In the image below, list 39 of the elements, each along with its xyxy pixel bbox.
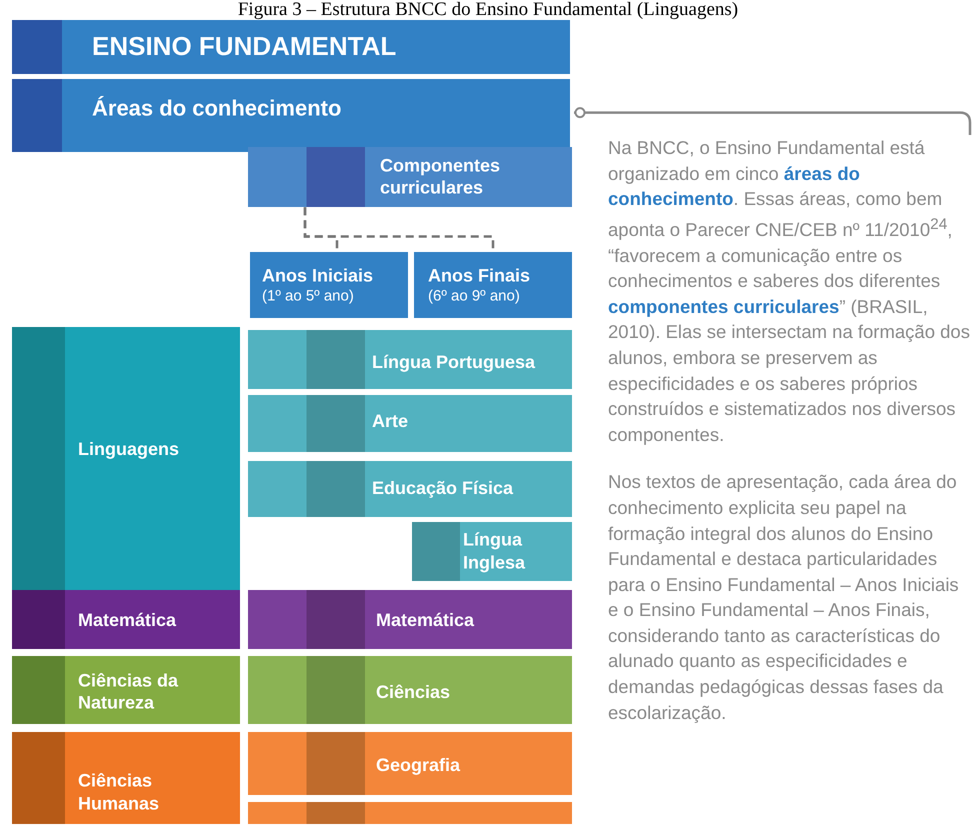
block-title: Matemática [376,608,474,631]
block-title: Áreas do conhecimento [92,94,342,122]
component-block [248,732,572,796]
component-block [412,522,572,581]
year-range: (1º ao 5º ano) [262,287,354,306]
figure-title: Figura 3 – Estrutura BNCC do Ensino Fundamental (Linguagens) [236,0,740,20]
heading-band [12,20,570,74]
block-title: Componentes curriculares [380,154,502,200]
component-block [248,395,572,452]
block-title: Língua Portuguesa [372,350,536,374]
leader-line [574,107,972,136]
component-block [248,330,572,389]
year-range: (6º ao 9º ano) [428,287,520,306]
description-paragraph: Na BNCC, o Ensino Fundamental está organizado em cinco áreas do conhecimento. Essas áreas, como bem aponta o Parecer CNE/CEB nº 11/2010$^{24}$, “favorecem a comunicação entre os conhecimentos e saberes dos diferentes componentes curriculares” (BRASIL, 2010). Elas se intersectam na formação dos alunos, embora se preservem as especificidades e os saberes próprios construídos e sistematizados nos diversos componentes. [608,136,971,447]
component-band [248,146,572,208]
component-block [248,802,572,824]
block-title: Arte [372,409,408,432]
block-title: Ciências Humanas [78,770,160,815]
block-title: ENSINO FUNDAMENTAL [92,30,396,63]
block-title: Língua Inglesa [463,528,526,574]
component-block [248,656,572,724]
block-title: Ciências da Natureza [78,669,180,714]
area-block [12,590,240,649]
block-title: Linguagens [78,438,180,460]
stage-box [250,252,408,318]
description-paragraph: Nos textos de apresentação, cada área do conhecimento explicita seu papel na formação integral dos alunos do Ensino Fundamental e destaca particularidades para o Ensino Fundamental – Anos Iniciais e o Ensino Fundamental – Anos Finais, considerando tanto as características do alunado quanto as especificidades e demandas pedagógicas dessas fases da escolarização. [608,470,960,725]
block-title: Ciências [376,680,450,703]
block-title: Anos Finais [428,264,530,288]
component-block [248,460,572,518]
area-block [12,327,240,590]
component-block [248,590,572,649]
stage-box [414,252,572,318]
block-title: Educação Física [372,476,514,500]
area-band [12,78,570,152]
block-title: Geografia [376,754,460,776]
area-block [12,656,240,724]
block-title: Anos Iniciais [262,264,374,288]
area-block [12,732,240,824]
block-title: Matemática [78,608,176,631]
